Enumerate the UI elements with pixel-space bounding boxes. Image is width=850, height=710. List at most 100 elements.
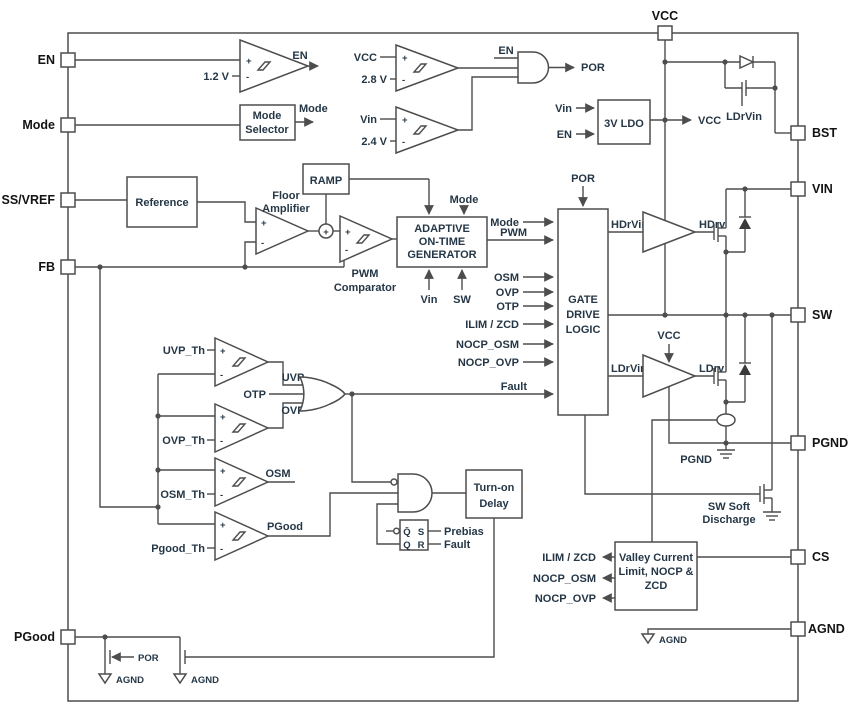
en-out-label: EN	[292, 50, 307, 62]
soft-discharge-label-1: SW Soft	[708, 501, 750, 513]
pin-cs	[790, 549, 806, 565]
pin-label-pgood: PGood	[14, 630, 55, 644]
hdrv-label: HDrv	[699, 219, 726, 231]
valley-label-2: Limit, NOCP &	[619, 566, 694, 578]
minus-sign: -	[345, 245, 348, 256]
pgood-and-gate	[397, 473, 433, 513]
minus-sign: -	[246, 72, 249, 83]
hysteresis-icon	[355, 234, 371, 244]
pgnd-ground: PGND	[680, 443, 735, 466]
valley-label-3: ZCD	[645, 580, 668, 592]
ldrvin-label: LDrVin	[611, 363, 647, 375]
gd-otp-label: OTP	[496, 301, 519, 313]
bootstrap-diode-icon	[739, 54, 755, 70]
junction-dots	[97, 59, 778, 640]
osm-signal-label: OSM	[265, 468, 290, 480]
turn-on-delay-label-1: Turn-on	[474, 482, 515, 494]
gd-por-label: POR	[571, 173, 595, 185]
pin-pgood	[60, 629, 76, 645]
wires	[75, 40, 791, 662]
vcc-in-label: VCC	[354, 52, 377, 64]
vcc-comparator-symbol	[395, 43, 461, 93]
gd-nocp-ovp-label: NOCP_OVP	[458, 357, 519, 369]
pin-pgnd	[790, 435, 806, 451]
pin-label-en: EN	[38, 53, 55, 67]
pwm-comp-label-1: PWM	[352, 268, 379, 280]
aot-label-3: GENERATOR	[407, 249, 476, 261]
osm-th-label: OSM_Th	[160, 489, 205, 501]
floor-amp-label-1: Floor	[272, 190, 300, 202]
reference-box	[126, 176, 198, 228]
low-side-fet	[713, 315, 751, 443]
ldo-vin-label: Vin	[555, 103, 572, 115]
pins: EN Mode SS/VREF FB PGood VCC BST VIN SW …	[2, 9, 848, 645]
plus-sign: +	[220, 466, 226, 477]
ldo-label: 3V LDO	[604, 118, 644, 130]
nocp-ovp-out-label: NOCP_OVP	[535, 593, 596, 605]
aot-mode-label: Mode	[450, 194, 479, 206]
prebias-label: Prebias	[444, 526, 484, 538]
sr-latch-box	[399, 519, 429, 551]
agnd-ground-icon	[640, 633, 656, 645]
sw-soft-discharge: SW Soft Discharge	[702, 315, 781, 526]
agnd-ground-icon	[97, 673, 113, 685]
summing-junction: +	[318, 223, 334, 239]
gd-mode-label: Mode	[490, 217, 519, 229]
plus-sign: +	[261, 218, 267, 229]
minus-sign: -	[220, 436, 223, 447]
plus-sign: +	[246, 56, 252, 67]
minus-sign: -	[220, 370, 223, 381]
bootstrap-circuit: LDrVin	[726, 54, 762, 123]
por-out-label: POR	[581, 62, 605, 74]
gate-drive-box	[557, 208, 609, 416]
pin-sw	[790, 307, 806, 323]
mode-selector-box	[239, 104, 296, 141]
ldrv-vcc-label: VCC	[657, 330, 680, 342]
pin-vcc	[657, 25, 673, 41]
gd-ovp-label: OVP	[496, 287, 519, 299]
hysteresis-icon	[412, 125, 428, 135]
ramp-label: RAMP	[310, 175, 342, 187]
gd-osm-label: OSM	[494, 272, 519, 284]
hysteresis-icon	[231, 357, 247, 367]
gd-label-1: GATE	[568, 294, 598, 306]
ldo-box	[597, 99, 651, 145]
pin-fb	[60, 259, 76, 275]
floor-amplifier: + - Floor Amplifier	[255, 190, 311, 256]
vin-comparator-symbol	[395, 105, 461, 155]
en-comparator-symbol	[239, 38, 311, 94]
pgood-signal-label: PGood	[267, 521, 303, 533]
agnd-ground-label: AGND	[659, 635, 687, 646]
pin-bst	[790, 125, 806, 141]
hdrvin-label: HDrVin	[611, 219, 648, 231]
minus-sign: -	[220, 544, 223, 555]
aot-label-1: ADAPTIVE	[414, 223, 470, 235]
inverter-bubble-icon	[392, 527, 401, 535]
plus-sign: +	[402, 115, 408, 126]
uvp-signal-label: UVP	[282, 372, 305, 384]
body-diode-icon	[739, 364, 751, 375]
nocp-osm-out-label: NOCP_OSM	[533, 573, 596, 585]
ldo-en-label: EN	[557, 129, 572, 141]
ldrv-driver-symbol	[642, 353, 698, 399]
turn-on-delay-label-2: Delay	[479, 498, 509, 510]
en-ref-label: 1.2 V	[203, 71, 229, 83]
bootstrap-gate-label: LDrVin	[726, 111, 762, 123]
gd-label-2: DRIVE	[566, 309, 600, 321]
pin-label-mode: Mode	[22, 118, 55, 132]
otp-signal-label: OTP	[243, 389, 266, 401]
aot-sw-label: SW	[453, 294, 471, 306]
vcc-ref-label: 2.8 V	[361, 74, 387, 86]
plus-sign: +	[402, 53, 408, 64]
ovp-th-label: OVP_Th	[162, 435, 205, 447]
pin-mode	[60, 117, 76, 133]
gate-drive-logic: GATE DRIVE LOGIC POR Mode PWM OSM OVP OT…	[456, 173, 648, 416]
mode-selector-label-1: Mode	[253, 110, 282, 122]
latch-fault-label: Fault	[444, 539, 471, 551]
pin-label-cs: CS	[812, 550, 829, 564]
current-sense-icon	[716, 413, 736, 427]
floor-amp-label-2: Amplifier	[262, 203, 310, 215]
pin-ss-vref	[60, 192, 76, 208]
pgood-output-stage: POR AGND AGND	[97, 637, 219, 686]
